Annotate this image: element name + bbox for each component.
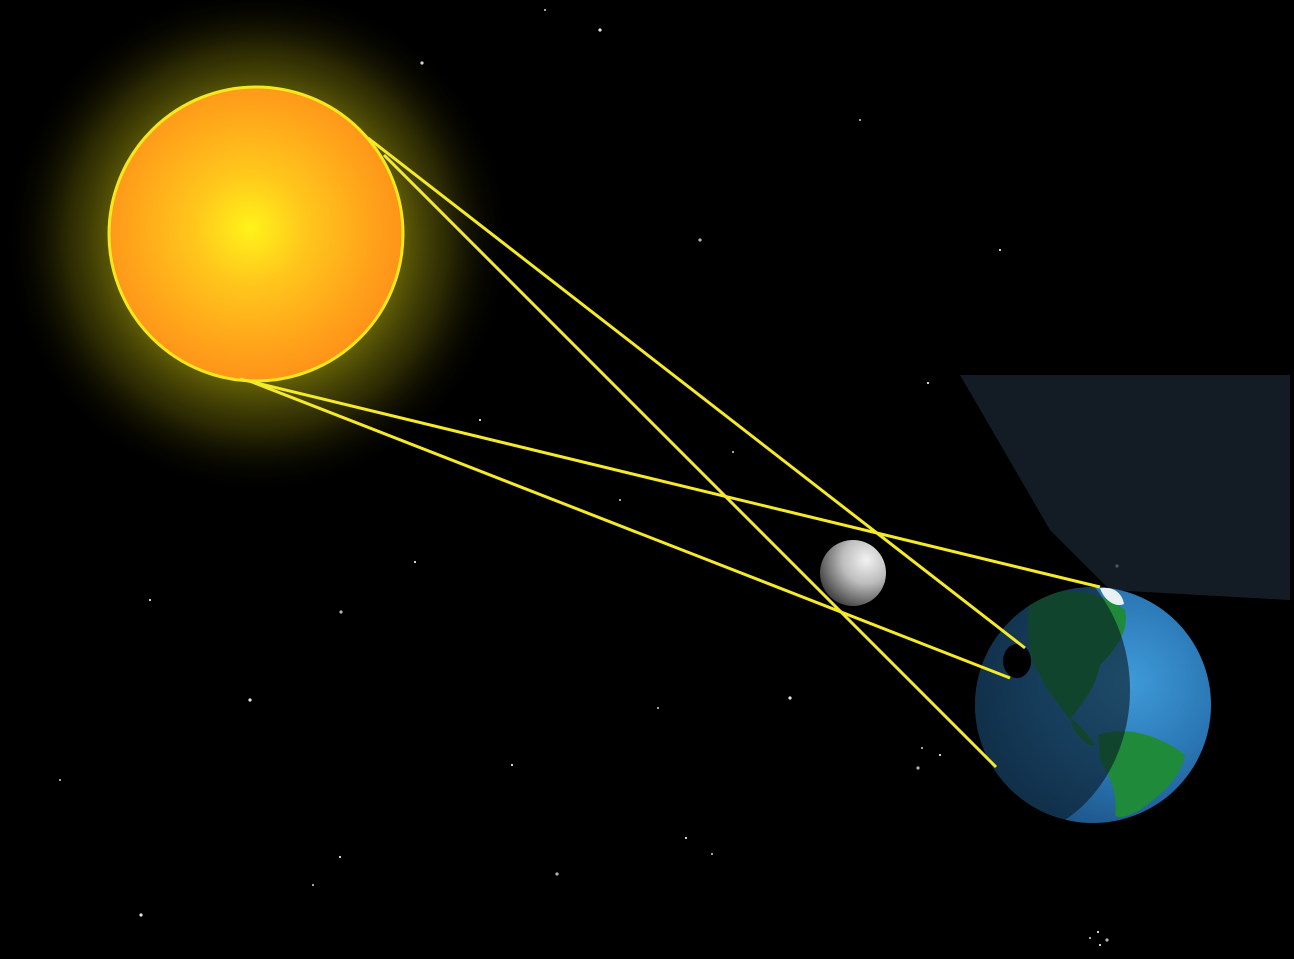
star <box>1088 936 1092 940</box>
ray-cross-bottom <box>239 377 1101 589</box>
star <box>148 598 152 602</box>
star <box>339 610 343 614</box>
star <box>598 28 602 32</box>
star <box>920 746 924 750</box>
star <box>684 836 688 840</box>
star <box>618 498 622 502</box>
star <box>1096 930 1100 934</box>
star <box>543 8 547 12</box>
earth <box>975 587 1211 823</box>
star <box>656 706 660 710</box>
star <box>710 852 714 856</box>
star <box>698 238 702 242</box>
star-field <box>58 8 1182 947</box>
star <box>1098 943 1102 947</box>
star <box>338 855 342 859</box>
star <box>58 778 62 782</box>
earth-night-side <box>975 587 1130 823</box>
star <box>731 450 735 454</box>
atmosphere-wedge <box>960 375 1290 600</box>
ray-outer-top <box>367 136 1026 650</box>
moon <box>820 540 886 606</box>
south-america <box>1098 731 1185 818</box>
moon-disc <box>820 540 886 606</box>
ray-outer-bottom <box>251 380 1011 680</box>
star <box>478 418 482 422</box>
polar-ice <box>1100 587 1124 606</box>
ray-cross-top <box>382 153 998 769</box>
star <box>916 766 920 770</box>
star <box>998 248 1002 252</box>
tangent-rays <box>239 136 1101 769</box>
star <box>510 763 514 767</box>
star <box>248 698 252 702</box>
star <box>555 872 559 876</box>
star <box>311 883 315 887</box>
star <box>938 753 942 757</box>
sun <box>107 85 405 383</box>
star <box>1105 938 1109 942</box>
star <box>413 560 417 564</box>
star <box>926 381 930 385</box>
star <box>858 118 862 122</box>
star <box>139 913 143 917</box>
umbra-shadow <box>1003 644 1031 678</box>
star <box>788 696 792 700</box>
